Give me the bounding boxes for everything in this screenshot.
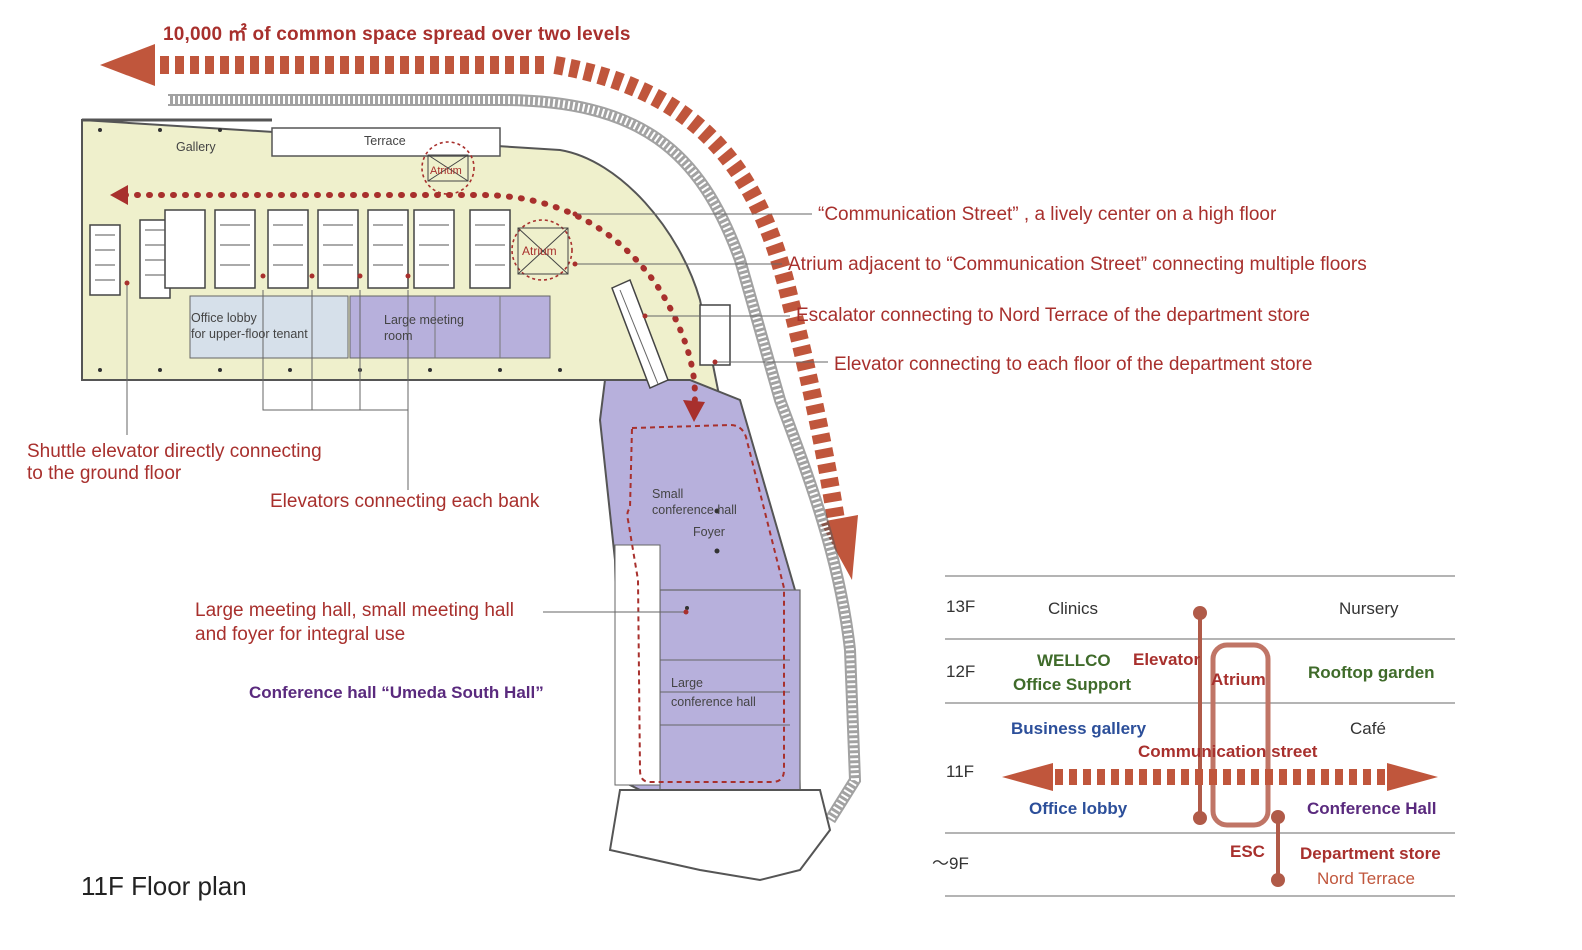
floor-13f: 13F: [946, 597, 976, 616]
leader-lines: [126, 213, 828, 613]
room-large-conf-line2: conference hall: [671, 695, 756, 709]
section-nursery: Nursery: [1339, 599, 1399, 618]
section-wellco: WELLCO: [1037, 651, 1111, 670]
plan-title: 11F Floor plan: [81, 871, 247, 901]
callout-meeting-line1: Large meeting hall, small meeting hall: [195, 600, 514, 621]
section-business-gallery: Business gallery: [1011, 719, 1147, 738]
section-office-support: Office Support: [1013, 675, 1132, 694]
room-gallery: Gallery: [176, 140, 216, 154]
section-diagram: [945, 575, 1455, 897]
room-foyer: Foyer: [693, 525, 725, 539]
callout-shuttle-line2: to the ground floor: [27, 463, 182, 484]
room-office-lobby-line2: for upper-floor tenant: [191, 327, 308, 341]
section-conference-hall: Conference Hall: [1307, 799, 1437, 818]
callout-elevator: Elevator connecting to each floor of the…: [834, 354, 1313, 375]
floor-9f: ～9F: [932, 854, 969, 873]
banner-arrow: [100, 44, 548, 86]
atrium-circles: [421, 141, 573, 281]
section-clinics: Clinics: [1048, 599, 1099, 618]
section-atrium: Atrium: [1211, 670, 1266, 689]
callout-conference-hall: Conference hall “Umeda South Hall”: [249, 683, 544, 702]
callout-atrium-adjacent: Atrium adjacent to “Communication Street…: [788, 254, 1367, 275]
room-atrium-lower: Atrium: [522, 244, 557, 258]
room-small-conf-line2: conference hall: [652, 503, 737, 517]
section-elevator: Elevator: [1133, 650, 1201, 669]
floor-plan: [81, 94, 862, 882]
room-small-conf-line1: Small: [652, 487, 684, 501]
room-atrium-upper: Atrium: [430, 165, 462, 177]
callout-escalator: Escalator connecting to Nord Terrace of …: [796, 305, 1310, 326]
floor-12f: 12F: [946, 662, 976, 681]
section-nord-terrace: Nord Terrace: [1317, 869, 1415, 888]
callout-meeting-line2: and foyer for integral use: [195, 624, 406, 645]
room-large-meeting-line2: room: [384, 329, 413, 343]
section-department-store: Department store: [1300, 844, 1441, 863]
callout-communication-street: “Communication Street” , a lively center…: [818, 204, 1277, 225]
leader-dots: [124, 211, 718, 615]
floor-11f: 11F: [946, 762, 975, 781]
room-large-meeting-line1: Large meeting: [384, 313, 464, 327]
room-office-lobby-line1: Office lobby: [191, 311, 257, 325]
room-terrace: Terrace: [364, 134, 406, 148]
callout-shuttle-line1: Shuttle elevator directly connecting: [27, 441, 322, 462]
section-communication-street: Communication street: [1138, 742, 1318, 761]
section-esc: ESC: [1230, 842, 1265, 861]
section-office-lobby: Office lobby: [1029, 799, 1128, 818]
circulation-path: [122, 192, 698, 413]
room-large-conf-line1: Large: [671, 676, 703, 690]
callout-elevators-bank: Elevators connecting each bank: [270, 491, 540, 512]
banner-title: 10,000 ㎡ of common space spread over two…: [163, 24, 631, 45]
section-cafe: Café: [1350, 719, 1386, 738]
section-rooftop-garden: Rooftop garden: [1308, 663, 1435, 682]
